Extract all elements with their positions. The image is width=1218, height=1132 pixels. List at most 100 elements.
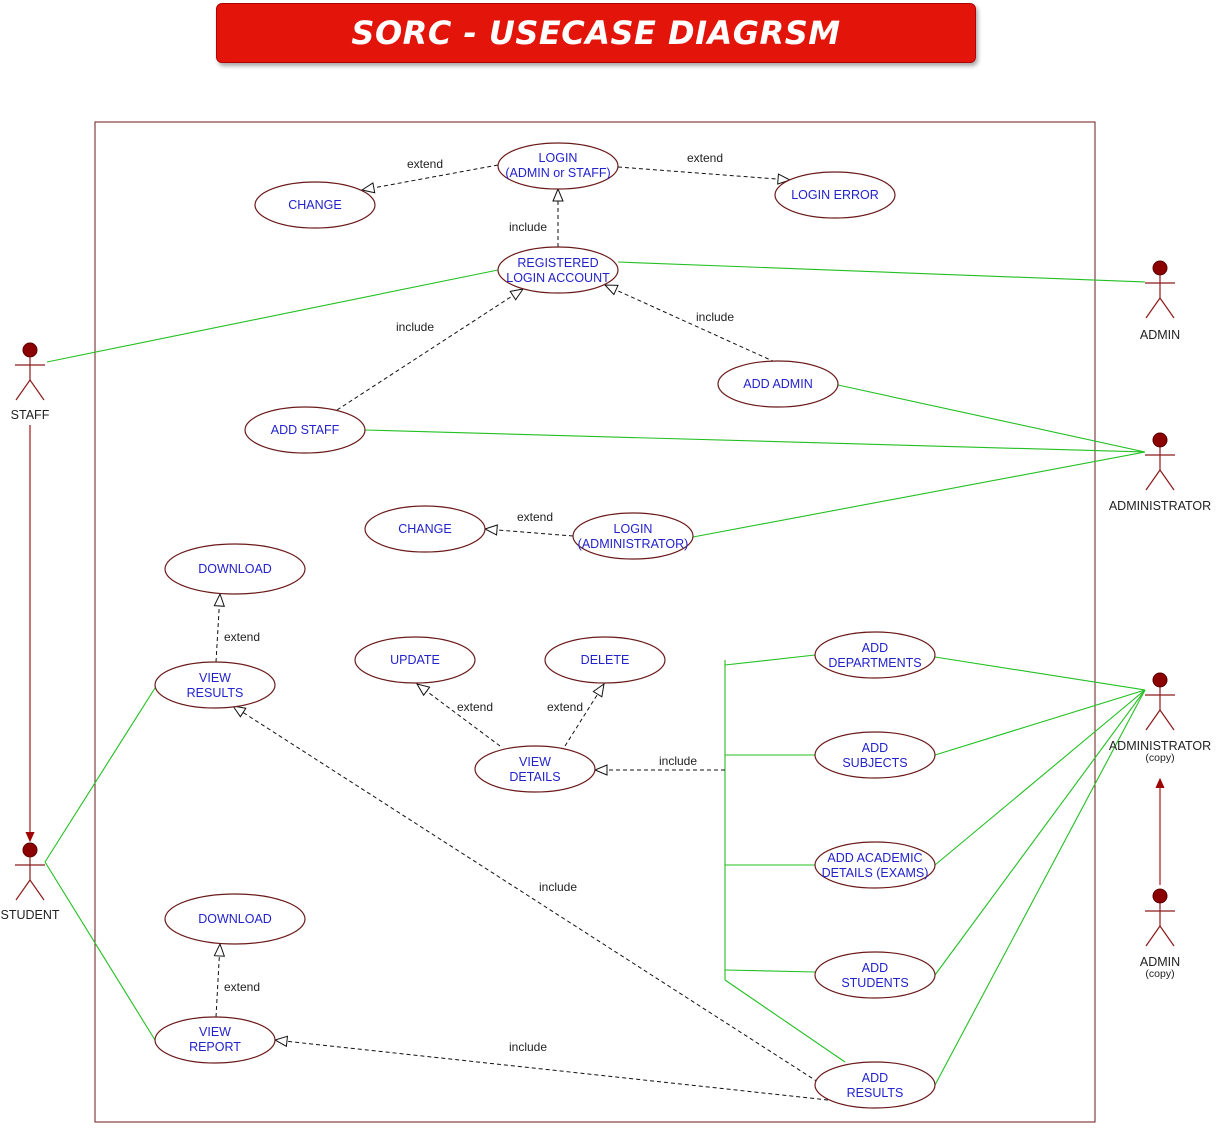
usecase-registered-login-account[interactable]: REGISTERED LOGIN ACCOUNT (497, 246, 619, 294)
usecase-view-results-line1: VIEW (199, 671, 231, 685)
usecase-add-staff-label: ADD STAFF (271, 423, 340, 437)
edge-labels: extend extend include include include ex… (224, 151, 734, 1054)
usecase-download-top[interactable]: DOWNLOAD (164, 543, 306, 595)
dep-addstaff-registered (336, 289, 523, 411)
label-extend-login-change: extend (407, 157, 443, 171)
usecase-change-mid-label: CHANGE (398, 522, 451, 536)
usecase-delete-label: DELETE (581, 653, 630, 667)
usecase-add-departments-line2: DEPARTMENTS (828, 656, 921, 670)
usecase-login-line1: LOGIN (539, 151, 578, 165)
usecase-add-departments-line1: ADD (862, 641, 888, 655)
usecase-add-results[interactable]: ADD RESULTS (814, 1061, 936, 1109)
dep-viewdetails-delete (564, 684, 604, 747)
usecase-view-details-line2: DETAILS (509, 770, 560, 784)
assoc-administrator-login-admin (692, 451, 1146, 538)
associations (44, 261, 1146, 1086)
assoc-admincopy-students (934, 689, 1146, 976)
actor-admin[interactable]: ADMIN (1140, 260, 1180, 342)
usecase-view-report-line2: REPORT (189, 1040, 241, 1054)
actor-administrator[interactable]: ADMINISTRATOR (1109, 432, 1211, 513)
usecase-view-results[interactable]: VIEW RESULTS (154, 661, 276, 709)
usecase-add-admin[interactable]: ADD ADMIN (717, 360, 839, 408)
usecase-add-departments[interactable]: ADD DEPARTMENTS (814, 631, 936, 679)
label-include-add-staff: include (396, 320, 434, 334)
usecase-add-subjects-line2: SUBJECTS (842, 756, 907, 770)
usecase-login-admin-line1: LOGIN (614, 522, 653, 536)
usecase-view-details-line1: VIEW (519, 755, 551, 769)
actor-administrator-copy[interactable]: ADMINISTRATOR (copy) (1109, 672, 1211, 764)
usecase-login-admin-line2: (ADMINISTRATOR) (578, 537, 689, 551)
bracket-students (724, 969, 816, 973)
usecase-download-bottom[interactable]: DOWNLOAD (164, 893, 306, 945)
dep-login-error (617, 166, 790, 180)
usecase-add-students[interactable]: ADD STUDENTS (814, 951, 936, 999)
usecase-login-error[interactable]: LOGIN ERROR (774, 171, 896, 219)
label-extend-login-admin: extend (517, 510, 553, 524)
assoc-admincopy-results (934, 689, 1146, 1086)
usecase-change-top[interactable]: CHANGE (254, 181, 376, 229)
actor-student[interactable]: STUDENT (0, 842, 60, 922)
usecase-login-administrator[interactable]: LOGIN (ADMINISTRATOR) (572, 512, 694, 560)
usecase-change-top-label: CHANGE (288, 198, 341, 212)
usecase-update[interactable]: UPDATE (354, 636, 476, 684)
usecase-update-label: UPDATE (390, 653, 440, 667)
label-extend-update: extend (457, 700, 493, 714)
bracket-departments (724, 654, 816, 666)
assoc-admincopy-academic (934, 689, 1146, 866)
usecase-download-top-label: DOWNLOAD (198, 562, 272, 576)
actor-admin-copy-sub: (copy) (1145, 968, 1174, 980)
dep-addadmin-registered (605, 285, 776, 363)
assoc-admincopy-subjects (934, 689, 1146, 756)
usecase-add-staff[interactable]: ADD STAFF (244, 406, 366, 454)
actor-student-label: STUDENT (0, 908, 59, 922)
label-extend-view-report: extend (224, 980, 260, 994)
actor-admin-label: ADMIN (1140, 328, 1180, 342)
label-include-view-details: include (659, 754, 697, 768)
usecase-view-details[interactable]: VIEW DETAILS (474, 745, 596, 793)
actor-admin-copy[interactable]: ADMIN (copy) (1140, 888, 1180, 980)
actor-staff[interactable]: STAFF (11, 342, 50, 422)
title-banner: SORC - USECASE DIAGRSM (216, 3, 976, 63)
dep-viewdetails-update (417, 684, 501, 747)
usecase-add-academic-details[interactable]: ADD ACADEMIC DETAILS (EXAMS) (814, 841, 936, 889)
diagram-title: SORC - USECASE DIAGRSM (351, 14, 841, 52)
usecase-add-results-line2: RESULTS (847, 1086, 904, 1100)
dependencies (216, 164, 829, 1101)
assoc-administrator-add-staff (364, 429, 1146, 453)
actor-admin-copy-label: ADMIN (1140, 955, 1180, 969)
assoc-staff-registered (46, 269, 499, 363)
actor-administrator-copy-sub: (copy) (1145, 752, 1174, 764)
usecase-registered-line1: REGISTERED (517, 256, 598, 270)
usecase-add-academic-line2: DETAILS (EXAMS) (822, 866, 929, 880)
usecase-view-results-line2: RESULTS (187, 686, 244, 700)
usecase-add-subjects[interactable]: ADD SUBJECTS (814, 731, 936, 779)
label-extend-login-error: extend (687, 151, 723, 165)
dep-loginadmin-change (485, 529, 574, 537)
label-include-add-admin: include (696, 310, 734, 324)
usecase-add-students-line2: STUDENTS (841, 976, 908, 990)
actor-administrator-label: ADMINISTRATOR (1109, 499, 1211, 513)
dep-login-change (362, 164, 499, 190)
usecase-view-report[interactable]: VIEW REPORT (154, 1016, 276, 1064)
usecase-login-line2: (ADMIN or STAFF) (505, 166, 610, 180)
usecase-delete[interactable]: DELETE (544, 636, 666, 684)
label-extend-delete: extend (547, 700, 583, 714)
label-extend-view-results: extend (224, 630, 260, 644)
actor-administrator-copy-label: ADMINISTRATOR (1109, 739, 1211, 753)
assoc-student-view-report (44, 861, 156, 1041)
assoc-administrator-add-admin (837, 384, 1146, 453)
usecase-view-report-line1: VIEW (199, 1025, 231, 1039)
label-include-view-results: include (539, 880, 577, 894)
bracket-results (724, 979, 846, 1063)
usecase-login[interactable]: LOGIN (ADMIN or STAFF) (497, 142, 619, 190)
assoc-student-view-results (44, 687, 156, 863)
assoc-admincopy-departments (934, 656, 1146, 691)
usecase-download-bottom-label: DOWNLOAD (198, 912, 272, 926)
dep-viewresults-download (216, 594, 220, 663)
usecase-add-subjects-line1: ADD (862, 741, 888, 755)
assoc-admin-registered (617, 261, 1146, 283)
usecase-change-mid[interactable]: CHANGE (364, 505, 486, 553)
usecase-login-error-label: LOGIN ERROR (791, 188, 879, 202)
usecase-add-academic-line1: ADD ACADEMIC (827, 851, 922, 865)
